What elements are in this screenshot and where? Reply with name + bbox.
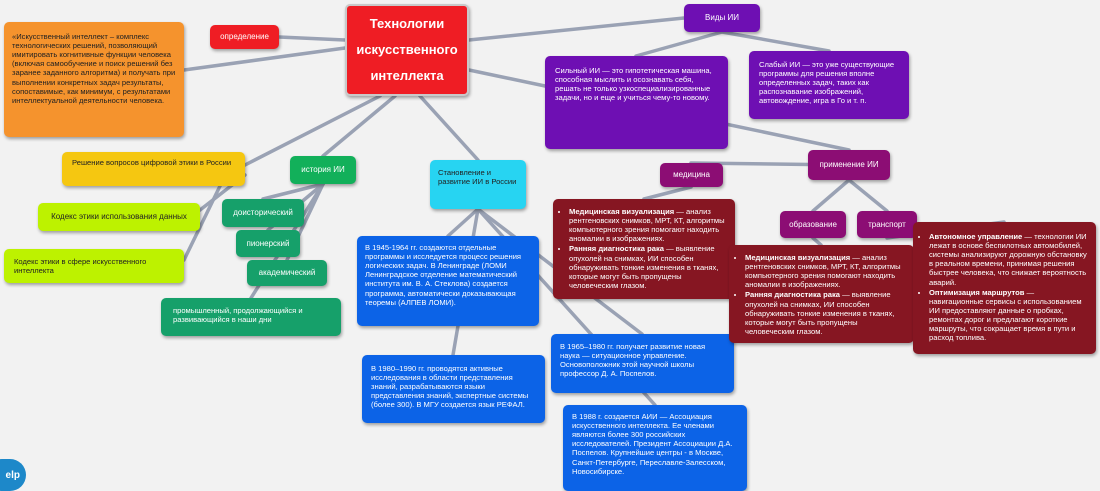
- application-label-node[interactable]: применение ИИ: [808, 150, 890, 180]
- list-item: Медицинская визуализация — анализ рентге…: [569, 207, 729, 243]
- list-item: Медицинская визуализация — анализ рентге…: [745, 253, 908, 289]
- history-stage-label: пионерский: [246, 238, 290, 248]
- help-label: elp: [5, 469, 20, 481]
- development-label: Становление и развитие ИИ в России: [438, 168, 517, 187]
- history-label: история ИИ: [301, 165, 345, 175]
- definition-text-node[interactable]: «Искусственный интеллект – комплекс техн…: [4, 22, 184, 137]
- development-1980-node[interactable]: В 1980–1990 гг. проводятся активные иссл…: [362, 355, 545, 423]
- medicine-details-list: Медицинская визуализация — анализ рентге…: [557, 207, 729, 290]
- ethics-label: Решение вопросов цифровой этики в России: [72, 158, 232, 167]
- list-item: Оптимизация маршрутов — навигационные се…: [929, 288, 1090, 343]
- ethics-code-ai-node[interactable]: Кодекс этики в сфере искусственного инте…: [4, 249, 184, 283]
- history-industrial-label: промышленный, продолжающийся и развивающ…: [173, 306, 303, 325]
- history-stage-label: академический: [258, 268, 316, 278]
- transport-details-node[interactable]: Автономное управление — технологии ИИ ле…: [913, 222, 1096, 354]
- types-weak-node[interactable]: Слабый ИИ — это уже существующие програм…: [749, 51, 909, 119]
- connector-line: [847, 178, 889, 213]
- history-stage-label: доисторический: [233, 208, 293, 218]
- connector-line: [182, 46, 347, 72]
- development-1980-text: В 1980–1990 гг. проводятся активные иссл…: [371, 364, 529, 410]
- connector-line: [634, 30, 724, 58]
- development-1965-node[interactable]: В 1965–1980 гг. получает развитие новая …: [551, 334, 734, 393]
- definition-label-node[interactable]: определение: [210, 25, 279, 49]
- development-label-node[interactable]: Становление и развитие ИИ в России: [430, 160, 526, 209]
- connector-line: [642, 185, 693, 201]
- application-label: применение ИИ: [819, 160, 879, 170]
- history-stage-prehistoric[interactable]: доисторический: [222, 199, 304, 227]
- types-weak-text: Слабый ИИ — это уже существующие програм…: [759, 60, 895, 106]
- development-1945-node[interactable]: В 1945-1964 гг. создаются отдельные прог…: [357, 236, 539, 326]
- list-item: Ранняя диагностика рака — выявление опух…: [745, 290, 908, 336]
- list-item: Автономное управление — технологии ИИ ле…: [929, 232, 1090, 287]
- types-label: Виды ИИ: [705, 13, 739, 23]
- development-1988-node[interactable]: В 1988 г. создается АИИ — Ассоциация иск…: [563, 405, 747, 491]
- application-education-node[interactable]: образование: [780, 211, 846, 238]
- definition-label: определение: [220, 32, 269, 42]
- history-label-node[interactable]: история ИИ: [290, 156, 356, 184]
- connector-line: [321, 94, 397, 158]
- connector-line: [261, 182, 325, 201]
- list-item: Ранняя диагностика рака — выявление опух…: [569, 244, 729, 290]
- medicine-details-node[interactable]: Медицинская визуализация — анализ рентге…: [553, 199, 735, 299]
- medicine-label: медицина: [673, 170, 710, 180]
- types-strong-text: Сильный ИИ — это гипотетическая машина, …: [555, 66, 712, 103]
- connector-line: [446, 207, 480, 238]
- types-label-node[interactable]: Виды ИИ: [684, 4, 760, 32]
- connector-line: [720, 30, 831, 53]
- connector-line: [467, 16, 686, 42]
- education-details-list: Медицинская визуализация — анализ рентге…: [733, 253, 908, 336]
- transport-label: транспорт: [868, 219, 906, 229]
- history-stage-academic[interactable]: академический: [247, 260, 327, 286]
- connector-line: [418, 94, 480, 162]
- root-title: Технологии искусственного интеллекта: [356, 16, 458, 83]
- history-stage-industrial[interactable]: промышленный, продолжающийся и развивающ…: [161, 298, 341, 336]
- connector-line: [243, 94, 382, 167]
- ethics-code-use: Кодекс этики использования данных: [51, 212, 187, 222]
- development-1965-text: В 1965–1980 гг. получает развитие новая …: [560, 342, 706, 379]
- help-button[interactable]: elp: [0, 459, 26, 491]
- education-label: образование: [789, 219, 837, 229]
- ethics-node[interactable]: Решение вопросов цифровой этики в России: [62, 152, 245, 186]
- root-node[interactable]: Технологии искусственного интеллекта: [345, 4, 469, 96]
- transport-details-list: Автономное управление — технологии ИИ ле…: [917, 232, 1090, 342]
- connector-line: [182, 184, 222, 262]
- application-transport-node[interactable]: транспорт: [857, 211, 917, 238]
- ethics-code-ai: Кодекс этики в сфере искусственного инте…: [14, 257, 147, 276]
- connector-line: [277, 35, 347, 42]
- development-1945-text: В 1945-1964 гг. создаются отдельные прог…: [365, 243, 522, 307]
- history-stage-pioneer[interactable]: пионерский: [236, 230, 300, 257]
- ethics-code-use-node[interactable]: Кодекс этики использования данных: [38, 203, 200, 231]
- connector-line: [811, 178, 851, 213]
- application-medicine-node[interactable]: медицина: [660, 163, 723, 187]
- types-strong-node[interactable]: Сильный ИИ — это гипотетическая машина, …: [545, 56, 728, 149]
- connector-line: [811, 236, 823, 247]
- education-details-node[interactable]: Медицинская визуализация — анализ рентге…: [729, 245, 914, 343]
- development-1988-text: В 1988 г. создается АИИ — Ассоциация иск…: [572, 412, 733, 476]
- definition-text: «Искусственный интеллект – комплекс техн…: [12, 32, 176, 105]
